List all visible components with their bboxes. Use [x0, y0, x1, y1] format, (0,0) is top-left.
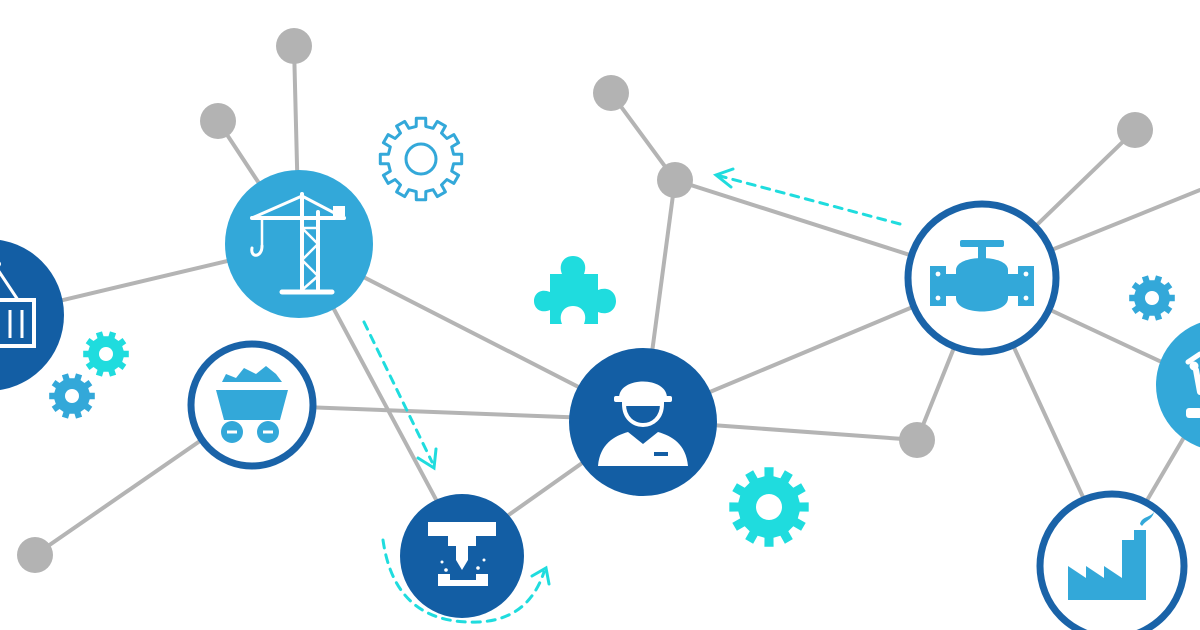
junction-node [200, 103, 236, 139]
gears [49, 116, 1175, 547]
junction-node [1117, 112, 1153, 148]
junction-node [899, 422, 935, 458]
junction-node [657, 162, 693, 198]
node-worker [569, 348, 717, 496]
junction-node [17, 537, 53, 573]
node-container [0, 239, 64, 391]
dashed-arrow-icon [712, 167, 902, 226]
node-press [400, 494, 524, 618]
gear-icon [378, 116, 464, 202]
junction-node [593, 75, 629, 111]
mine-cart-icon [216, 366, 288, 443]
gear-icon [1129, 275, 1175, 321]
hydraulic-press-icon [428, 522, 496, 586]
shipping-container-icon [0, 261, 36, 348]
pipe-valve-icon [930, 240, 1034, 312]
junction-node [276, 28, 312, 64]
node-factory [1036, 490, 1188, 630]
robot-arm-icon [1185, 351, 1200, 418]
flow-arrows [362, 167, 902, 624]
node-mine-cart [187, 340, 317, 470]
tower-crane-icon [250, 192, 346, 295]
puzzle-piece-icon [534, 256, 616, 324]
gray-nodes [17, 28, 1153, 573]
factory-icon [1068, 512, 1154, 600]
gear-icon [83, 331, 129, 377]
construction-worker-icon [598, 381, 688, 466]
gear-icon [49, 373, 95, 419]
dashed-arrow-icon [362, 320, 438, 471]
node-valve [904, 200, 1060, 356]
node-robot-arm [1156, 322, 1200, 448]
node-crane [225, 170, 373, 318]
dashed-arrow-icon [381, 538, 551, 624]
gear-icon [729, 467, 809, 547]
edge [609, 91, 677, 182]
